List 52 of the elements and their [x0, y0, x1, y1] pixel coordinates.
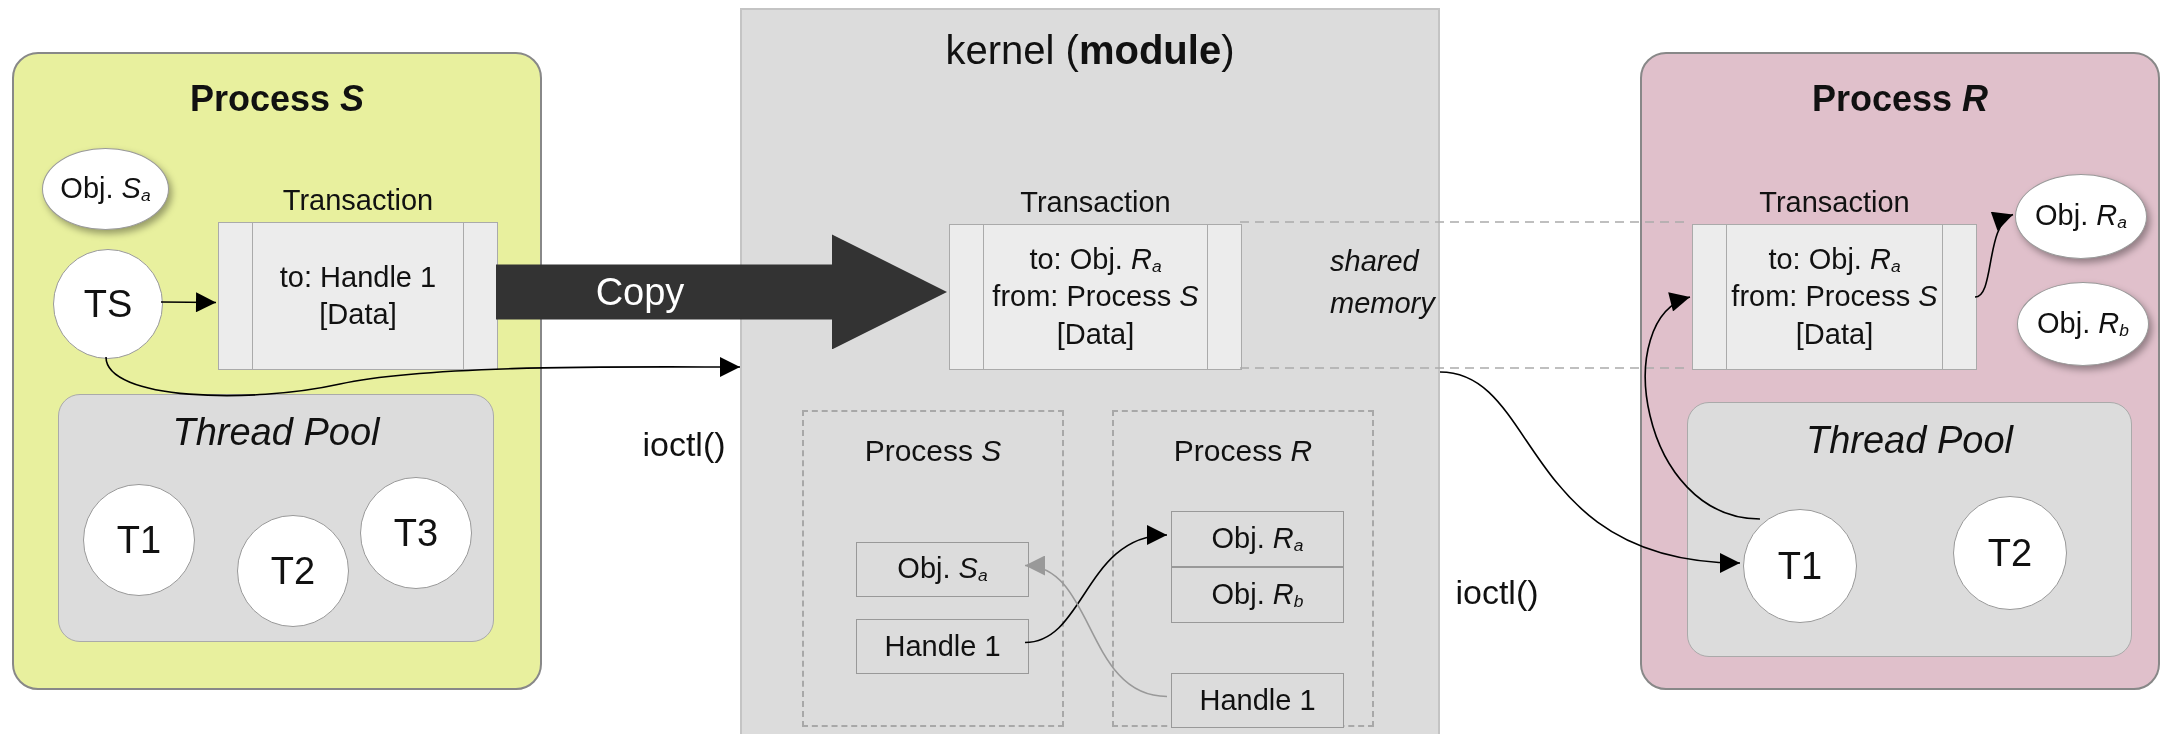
thread-label: T1 — [1777, 544, 1823, 588]
box-heading: Transaction — [1759, 184, 1910, 220]
thread-label: T1 — [116, 518, 162, 562]
arrow — [105, 356, 741, 397]
panel-title: Process S — [864, 434, 1002, 468]
thread-label: T2 — [270, 549, 316, 593]
object-label: Obj. R$_{b}$ — [2037, 306, 2129, 342]
process-region — [1112, 410, 1374, 727]
arrow — [1974, 213, 2014, 298]
entry-label: Obj. S$_{a}$ — [897, 552, 988, 587]
process-panel — [1640, 52, 2160, 690]
thread-pool-panel — [1687, 402, 2132, 657]
transaction-line: from: Process S — [992, 279, 1199, 315]
panel-title: Thread Pool — [1806, 419, 2013, 462]
box-heading: Transaction — [1020, 184, 1171, 220]
entry-label: Obj. R$_{b}$ — [1211, 577, 1304, 613]
object-entry-box — [1171, 673, 1344, 728]
kernel-panel — [740, 8, 1440, 734]
object-entry-box — [1171, 511, 1344, 567]
panel-title: Thread Pool — [172, 411, 380, 454]
block-arrow — [496, 234, 947, 350]
panel-title: Process R — [1811, 78, 1989, 120]
object-entry-box — [1171, 567, 1344, 623]
thread-pool-panel — [58, 394, 494, 642]
panel-title: Process R — [1173, 434, 1313, 468]
entry-label: Handle 1 — [1199, 684, 1316, 717]
object-label: Obj. R$_{a}$ — [2035, 199, 2127, 234]
edge-label: Copy — [595, 270, 685, 314]
panel-title: kernel (module) — [945, 28, 1235, 73]
object-entry-box — [856, 542, 1029, 597]
transaction-line: [Data] — [1056, 316, 1135, 352]
arrow — [1024, 558, 1168, 698]
note-text: shared memory — [1330, 244, 1437, 322]
box-heading: Transaction — [282, 182, 434, 218]
transaction-line: from: Process S — [1731, 279, 1938, 315]
process-region — [802, 410, 1064, 727]
transaction-line: to: Obj. R$_{a}$ — [1029, 242, 1162, 279]
panel-title: Process S — [189, 78, 365, 120]
thread-label: T2 — [1987, 531, 2033, 575]
process-panel — [12, 52, 542, 690]
transaction-line: [Data] — [1795, 316, 1874, 352]
object-label: Obj. S$_{a}$ — [60, 171, 151, 207]
entry-label: Obj. R$_{a}$ — [1211, 521, 1304, 557]
transaction-line: to: Handle 1 — [279, 259, 437, 295]
thread-label: TS — [83, 282, 133, 326]
arrow — [160, 292, 217, 313]
arrow — [1024, 527, 1168, 644]
object-entry-box — [856, 619, 1029, 674]
transaction-line: [Data] — [319, 297, 397, 332]
transaction-line: to: Obj. R$_{a}$ — [1768, 242, 1901, 279]
thread-label: T3 — [393, 511, 439, 555]
entry-label: Handle 1 — [884, 630, 1001, 663]
